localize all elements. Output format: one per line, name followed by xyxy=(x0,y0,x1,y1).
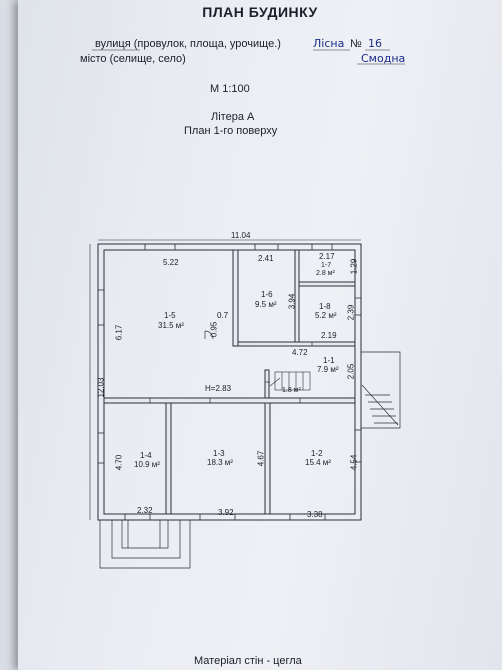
floor-label: План 1-го поверху xyxy=(184,125,278,137)
city-label: місто (селище, село) xyxy=(80,53,186,65)
room-1-7-id: 1-7 xyxy=(321,262,332,269)
page-title: ПЛАН БУДИНКУ xyxy=(202,4,318,20)
room-1-2-id: 1-2 xyxy=(311,449,323,458)
dim-top-1-7: 2.17 xyxy=(319,252,335,261)
number-label: № xyxy=(350,38,362,50)
street-value: Лісна xyxy=(313,37,345,50)
room-1-4-id: 1-4 xyxy=(140,451,152,460)
room-1-4-area: 10.9 м² xyxy=(134,460,160,469)
dim-ceiling-height: H=2.83 xyxy=(205,384,232,393)
room-1-5-area: 31.5 м² xyxy=(158,321,184,330)
dim-top-1-5: 5.22 xyxy=(163,258,179,267)
room-1-5-id: 1-5 xyxy=(164,311,176,320)
room-1-3-id: 1-3 xyxy=(213,449,225,458)
letter-label: Літера А xyxy=(211,111,255,123)
dim-bottom-1-8: 2.19 xyxy=(321,331,337,340)
room-1-7-area: 2.8 м² xyxy=(316,270,335,277)
dim-total-width: 11.04 xyxy=(231,231,251,240)
room-1-9-area: 1.8 м² xyxy=(282,387,301,394)
dim-bottom-1-4: 2.32 xyxy=(137,506,153,515)
dim-door-h: 0.95 xyxy=(209,321,219,338)
room-1-6-id: 1-6 xyxy=(261,290,273,299)
dim-bottom-1-3: 3.92 xyxy=(218,508,234,517)
room-1-8-id: 1-8 xyxy=(319,302,331,311)
dim-left-total: 12.03 xyxy=(96,377,106,398)
wall-material: Матеріал стін - цегла xyxy=(194,655,302,667)
dim-right-1-7: 1.29 xyxy=(349,258,359,275)
dim-door: 0.7 xyxy=(217,311,229,320)
room-1-8-area: 5.2 м² xyxy=(315,311,337,320)
dim-right-1-6: 3.94 xyxy=(287,293,297,310)
room-1-1-id: 1-1 xyxy=(323,356,335,365)
dim-right-1-2: 4.54 xyxy=(349,454,359,471)
room-1-6-area: 9.5 м² xyxy=(255,300,277,309)
dim-right-1-3: 4.67 xyxy=(256,450,266,467)
room-1-1-area: 7.9 м² xyxy=(317,365,339,374)
dim-left-1-4: 4.70 xyxy=(114,454,124,471)
dim-corridor-width: 4.72 xyxy=(292,348,308,357)
number-value: 16 xyxy=(368,37,382,50)
dim-bottom-1-2: 3.38 xyxy=(307,510,323,519)
dim-right-1-1: 2.05 xyxy=(346,363,356,380)
dim-top-1-6: 2.41 xyxy=(258,254,274,263)
scale-label: М 1:100 xyxy=(210,83,250,95)
street-label: вулиця (провулок, площа, урочище.) xyxy=(95,38,281,50)
room-1-3-area: 18.3 м² xyxy=(207,458,233,467)
dim-right-1-8: 2.39 xyxy=(346,304,356,321)
city-value: Смодна xyxy=(361,52,406,65)
dim-left-1-5: 6.17 xyxy=(114,324,124,341)
document-page: ПЛАН БУДИНКУ вулиця (провулок, площа, ур… xyxy=(18,0,502,670)
room-1-2-area: 15.4 м² xyxy=(305,458,331,467)
